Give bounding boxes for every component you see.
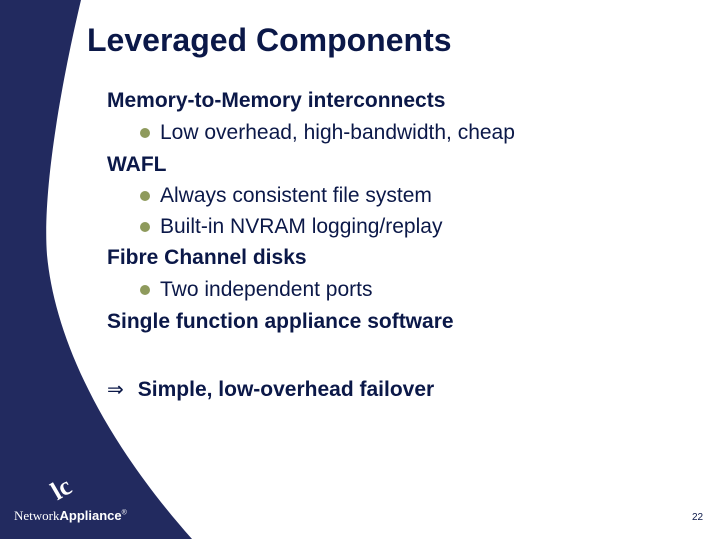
conclusion: ⇒ Simple, low-overhead failover	[107, 377, 434, 402]
conclusion-text: Simple, low-overhead failover	[137, 378, 435, 401]
bullet-icon	[140, 128, 150, 138]
company-logo: NetworkAppliance®	[14, 508, 127, 523]
bullet-text: Always consistent file system	[160, 184, 432, 207]
bullet-text: Built-in NVRAM logging/replay	[160, 215, 443, 238]
item-heading: Fibre Channel disks	[107, 246, 307, 269]
item-heading: WAFL	[107, 153, 167, 176]
page-number: 22	[692, 512, 704, 523]
bullet-icon	[140, 191, 150, 201]
bullet-text: Two independent ports	[160, 278, 373, 301]
item-heading: Memory-to-Memory interconnects	[107, 89, 446, 112]
implies-arrow-icon: ⇒	[107, 377, 124, 401]
bullet-icon	[140, 285, 150, 295]
bullet-text: Low overhead, high-bandwidth, cheap	[160, 121, 515, 144]
slide-title: Leveraged Components	[87, 22, 452, 58]
item-heading: Single function appliance software	[107, 310, 454, 333]
bullet-icon	[140, 222, 150, 232]
